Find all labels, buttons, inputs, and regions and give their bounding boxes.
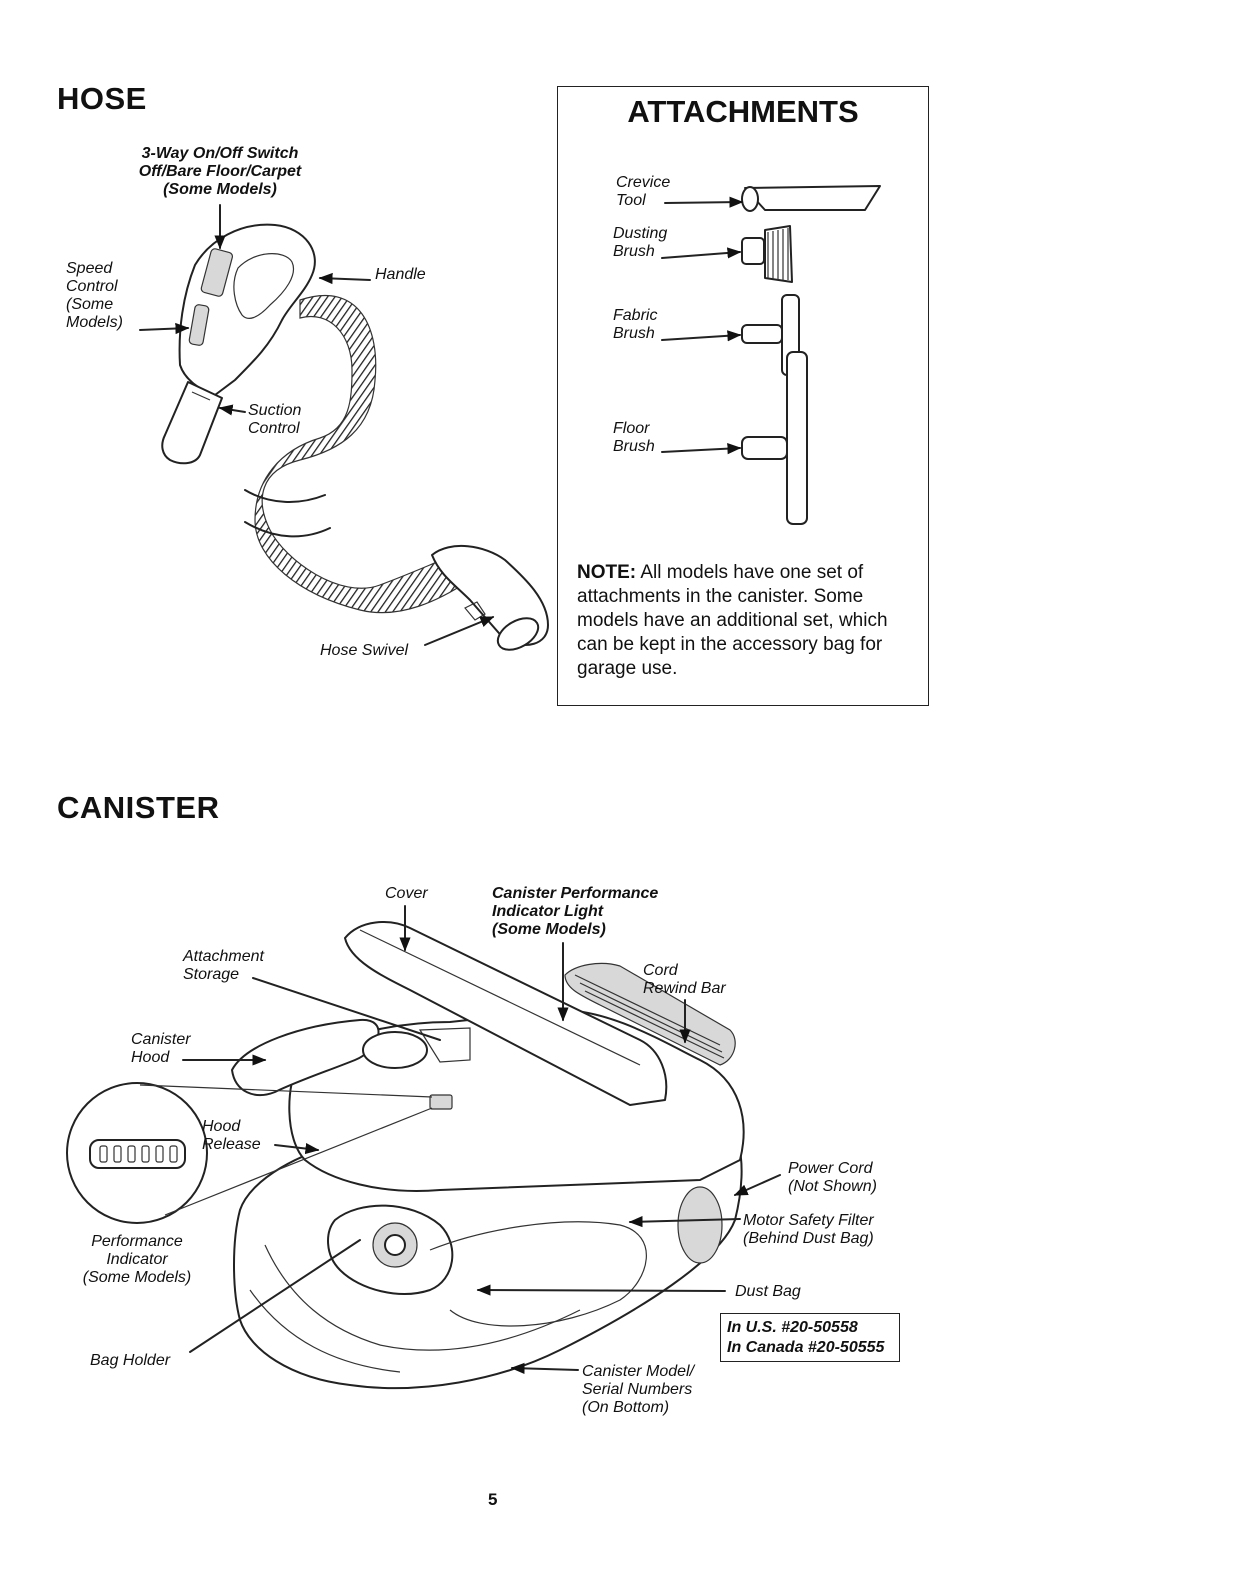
attachments-note: NOTE: All models have one set of attachm… (577, 561, 922, 681)
floor-brush-icon (661, 351, 808, 525)
label-canister-hood: Canister Hood (131, 1031, 191, 1066)
label-fabric-brush: Fabric Brush (613, 307, 658, 342)
canister-heading: CANISTER (57, 790, 220, 825)
cord-rewind-bar (564, 962, 736, 1066)
label-attachment-storage: Attachment Storage (183, 948, 264, 983)
note-prefix: NOTE: (577, 562, 637, 583)
label-hood-release: Hood Release (202, 1118, 261, 1153)
crevice-tool-icon (664, 185, 881, 212)
label-motor-safety-filter: Motor Safety Filter (Behind Dust Bag) (743, 1212, 874, 1247)
hose-wand (161, 381, 223, 465)
canister-cover (344, 921, 668, 1106)
page-number: 5 (488, 1490, 498, 1509)
note-text: All models have one set of attachments i… (577, 562, 888, 679)
label-model-serial: Canister Model/ Serial Numbers (On Botto… (582, 1363, 695, 1416)
label-cover: Cover (385, 885, 428, 902)
label-3way-switch: 3-Way On/Off Switch Off/Bare Floor/Carpe… (138, 145, 302, 198)
label-suction-control: Suction Control (248, 402, 302, 437)
hose-heading: HOSE (57, 81, 147, 116)
attachments-heading: ATTACHMENTS (627, 94, 859, 129)
label-hose-swivel: Hose Swivel (320, 642, 409, 659)
label-crevice-tool: Crevice Tool (616, 174, 671, 209)
dust-bag-numbers-box: In U.S. #20-50558 In Canada #20-50555 (720, 1313, 900, 1362)
hose-illustration (139, 204, 549, 651)
label-bag-holder: Bag Holder (90, 1352, 171, 1369)
attachments-box: ATTACHMENTS Crevice Tool Dusting Brush F… (557, 86, 929, 706)
label-dusting-brush: Dusting Brush (613, 225, 668, 260)
label-handle: Handle (375, 266, 426, 283)
label-dust-bag: Dust Bag (735, 1283, 801, 1300)
label-speed-control: Speed Control (Some Models) (66, 260, 123, 331)
dusting-brush-icon (661, 225, 793, 283)
label-cord-rewind-bar: Cord Rewind Bar (643, 962, 726, 997)
label-performance-light: Canister Performance Indicator Light (So… (492, 885, 659, 938)
label-floor-brush: Floor Brush (613, 420, 655, 455)
attachment-icons (661, 185, 881, 525)
label-power-cord: Power Cord (Not Shown) (788, 1160, 877, 1195)
canister-illustration (66, 905, 781, 1390)
label-performance-indicator: Performance Indicator (Some Models) (82, 1233, 192, 1286)
canister-hood (231, 1018, 380, 1096)
